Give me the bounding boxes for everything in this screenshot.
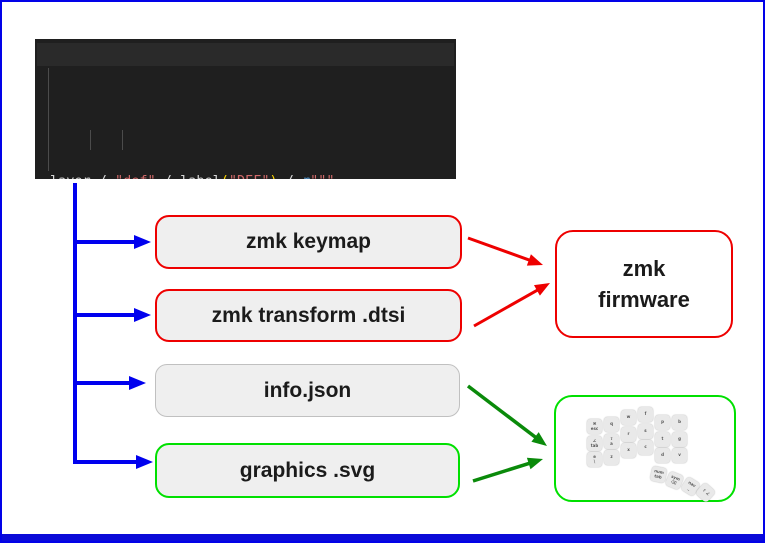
keyboard-key: z [604,450,619,465]
indent-guide [48,68,49,171]
keyboard-key: w [621,410,636,425]
keyboard-key: b [672,415,687,430]
keyboard-key: v [672,448,687,463]
keymap-code-editor: layer / "def" / label("DEF") / r""" {⌘ e… [35,39,456,179]
node-label: info.json [263,378,352,402]
keyboard-key: r [621,427,636,442]
indent-guide [122,130,123,150]
keyboard-key: c [638,440,653,455]
keyboard-key: t [655,432,670,447]
keyboard-key: s [638,424,653,439]
node-info-json: info.json [155,364,460,417]
node-label: zmk transform .dtsi [211,303,406,327]
node-zmk-keymap: zmk keymap [155,215,462,269]
arrow-to-zmk-keymap [73,235,151,249]
arrow-to-info-json [73,376,146,390]
node-label: zmk keymap [246,230,371,253]
keyboard-key: ⇧a [604,434,619,449]
arrow-svg-to-keyboard [472,457,543,483]
node-label-line2: firmware [598,287,690,312]
keyboard-key: f [638,407,653,422]
node-zmk-transform: zmk transform .dtsi [155,289,462,342]
keyboard-key: q [604,417,619,432]
code-line: layer / "def" / label("DEF") / r""" [50,171,456,179]
arrow-to-graphics-svg [73,455,153,469]
indent-guide [90,130,91,150]
arrow-transform-to-firmware [473,283,550,328]
bottom-accent-bar [2,534,763,541]
keyboard-key: d [655,448,670,463]
node-label: graphics .svg [239,458,376,482]
arrow-keymap-to-firmware [467,236,543,266]
keyboard-key: ∠tab [587,436,602,451]
keyboard-key: p [655,415,670,430]
keyboard-key: ⊛\ [587,452,602,467]
node-zmk-firmware: zmk firmware [555,230,733,338]
current-line-highlight [37,43,454,66]
node-label-line1: zmk [622,256,666,281]
arrow-info-to-keyboard [466,384,547,446]
keyboard-key: g [672,432,687,447]
code-lines: layer / "def" / label("DEF") / r""" {⌘ e… [50,171,456,179]
keyboard-key: ⌘esc [587,419,602,434]
keyboard-key: x [621,443,636,458]
arrow-to-zmk-transform [73,308,151,322]
node-graphics-svg: graphics .svg [155,443,460,498]
